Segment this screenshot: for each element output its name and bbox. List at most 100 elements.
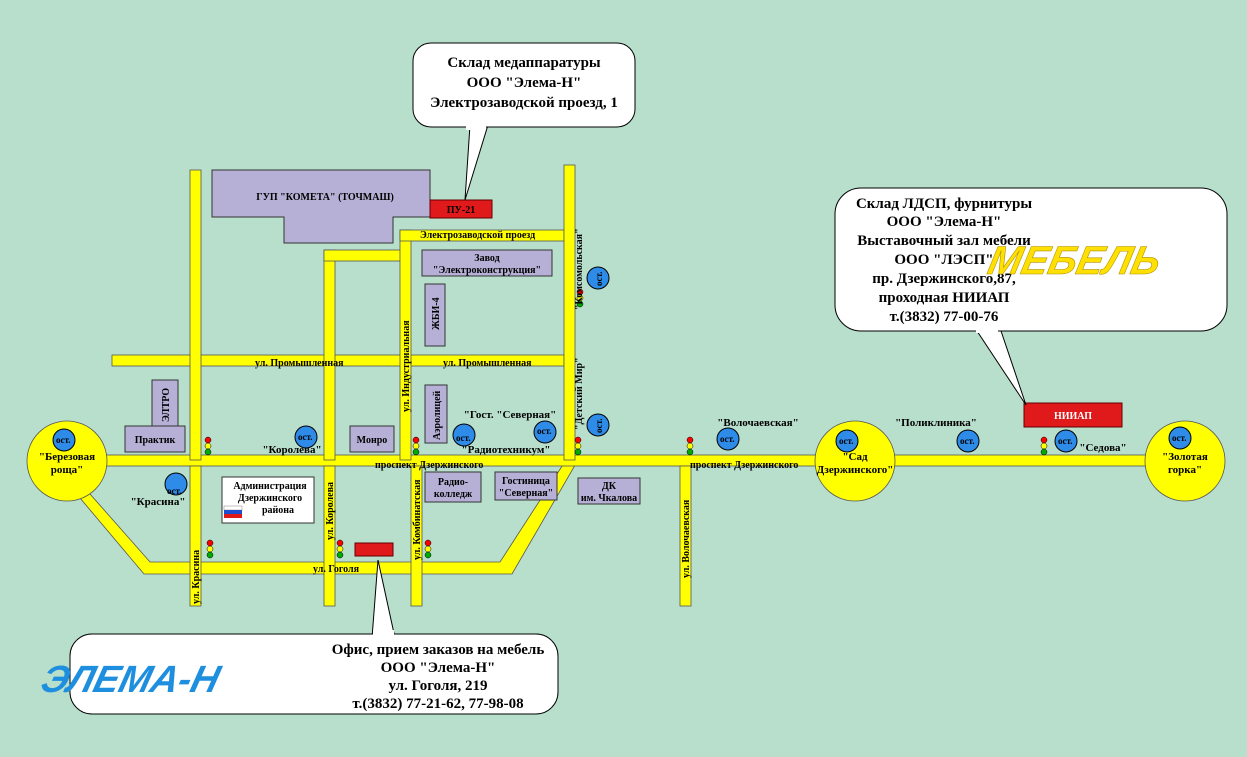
- callout-furniture-line-3: Выставочный зал мебели: [857, 233, 1031, 249]
- building-hotel: [494, 471, 558, 501]
- stop-sad-2: Дзержинского": [817, 464, 894, 476]
- street-kombinat: ул. Комбинатская: [412, 479, 423, 560]
- building-monro: [349, 425, 395, 453]
- building-aeroliceum: [424, 384, 448, 444]
- road-dzerzhinskogo: [59, 454, 1186, 467]
- stop-volochaev: "Волочаевская": [717, 417, 798, 429]
- traffic-light-icon: [412, 436, 420, 456]
- logo-elema: ЭЛЕМА-Н: [37, 659, 226, 701]
- bus-stop-icon: ост.: [716, 427, 740, 451]
- label-dk-2: им. Чкалова: [581, 493, 637, 504]
- label-dk-1: ДК: [602, 481, 617, 492]
- stop-abbr: ост.: [839, 436, 854, 446]
- stop-koroleva: "Королева": [262, 444, 321, 456]
- stop-abbr: ост.: [167, 486, 182, 496]
- building-labels: ГУП "КОМЕТА" (ТОЧМАШ) ПУ-21 Завод "Элект…: [135, 192, 1093, 516]
- street-gogolya: ул. Гоголя: [313, 564, 360, 575]
- street-komsomol: "Комсомольская": [574, 228, 585, 310]
- roads: [47, 164, 1186, 607]
- label-admin-1: Администрация: [233, 481, 307, 492]
- traffic-light-icon: [204, 436, 212, 456]
- street-promyshlennaya-right: ул. Промышленная: [443, 358, 532, 369]
- logo-mebel: МЕБЕЛЬ: [984, 237, 1165, 282]
- label-monro: Монро: [357, 435, 388, 446]
- street-volochaev: ул. Волочаевская: [681, 499, 692, 578]
- building-zhbi: [424, 283, 446, 347]
- stop-abbr: ост.: [594, 272, 604, 287]
- stop-berezovaya-2: роща": [51, 464, 84, 476]
- street-labels: Электрозаводской проезд ул. Промышленная…: [191, 228, 798, 604]
- street-korolev: ул. Королева: [325, 482, 336, 540]
- street-krasina: ул. Красина: [191, 550, 202, 604]
- label-zhbi: ЖБИ-4: [431, 297, 442, 330]
- road-krasina: [189, 465, 202, 607]
- stop-sedova: "Седова": [1079, 442, 1126, 454]
- traffic-light-icon: [424, 539, 432, 559]
- label-admin-3: района: [262, 505, 294, 516]
- stop-abbr: ост.: [456, 433, 471, 443]
- stop-abbr: ост.: [537, 426, 552, 436]
- label-zavod-1: Завод: [474, 253, 499, 264]
- callout-furniture: Склад ЛДСП, фурнитуры ООО "Элема-Н" Выст…: [834, 187, 1228, 406]
- label-admin-2: Дзержинского: [238, 493, 302, 504]
- bus-stop-icon: ост.: [1168, 426, 1192, 450]
- street-electrozavod: Электрозаводской проезд: [420, 230, 535, 241]
- street-dzerzhinskogo-left: проспект Дзержинского: [375, 460, 483, 471]
- road-kombinat: [410, 465, 423, 607]
- flag-icon: [223, 505, 243, 518]
- building-zavod: [421, 249, 553, 277]
- stop-abbr: ост.: [594, 419, 604, 434]
- street-industrial: ул. Индустриальная: [401, 320, 412, 412]
- traffic-light-icon: [574, 436, 582, 456]
- label-radiocollege-1: Радио-: [438, 477, 468, 488]
- label-hotel-1: Гостиница: [502, 476, 550, 487]
- callout-warehouse: Склад медаппаратуры ООО "Элема-Н" Электр…: [412, 42, 636, 201]
- building-office: [354, 542, 394, 557]
- callout-office-line-3: ул. Гоголя, 219: [388, 678, 487, 694]
- traffic-light-icon: [206, 539, 214, 559]
- stop-zolotaya-1: "Золотая: [1162, 451, 1208, 463]
- building-pu21: [429, 199, 493, 219]
- building-praktik: [124, 425, 186, 453]
- stop-berezovaya-1: "Березовая: [39, 451, 95, 463]
- traffic-light-icon: [1040, 436, 1048, 456]
- callout-office: Офис, прием заказов на мебель ООО "Элема…: [37, 559, 559, 715]
- road-korolev-loop: [323, 249, 405, 262]
- building-dk: [577, 477, 641, 505]
- building-kometa: [211, 169, 431, 244]
- road-volochaev: [679, 465, 692, 607]
- bus-stop-icon: ост.: [164, 472, 188, 496]
- callout-office-line-1: Офис, прием заказов на мебель: [332, 642, 545, 658]
- stop-abbr: ост.: [1172, 433, 1187, 443]
- bus-stop-icon: ост.: [1054, 429, 1078, 453]
- label-aeroliceum: Аэролицей: [432, 390, 443, 440]
- stop-hotel-sev: "Гост. "Северная": [464, 409, 557, 421]
- bus-stop-icon: ост.: [294, 425, 318, 449]
- bus-stop-icon: ост.: [586, 266, 610, 290]
- label-eltro: ЭЛТРО: [161, 388, 172, 422]
- stop-radiotech: "Радиотехникум": [462, 444, 551, 456]
- traffic-lights: [204, 288, 1048, 559]
- building-radiocollege: [424, 471, 482, 503]
- callout-furniture-line-5: пр. Дзержинского,87,: [872, 271, 1016, 287]
- stop-zolotaya-2: горка": [1168, 464, 1202, 476]
- label-praktik: Практик: [135, 435, 176, 446]
- stop-sad-1: "Сад: [842, 451, 868, 463]
- stop-abbr: ост.: [960, 436, 975, 446]
- circle-sad: [814, 420, 896, 502]
- bus-stops: ост. ост. ост. ост. ост. ост. ост. ост. …: [52, 266, 1192, 496]
- stop-krasina: "Красина": [131, 496, 186, 508]
- road-korolev-top: [323, 249, 336, 461]
- bus-stop-icon: ост.: [452, 423, 476, 447]
- callout-office-line-4: т.(3832) 77-21-62, 77-98-08: [352, 696, 523, 712]
- traffic-light-icon: [336, 539, 344, 559]
- callout-furniture-line-1: Склад ЛДСП, фурнитуры: [856, 196, 1032, 212]
- building-niiap: [1023, 402, 1123, 428]
- target-buildings: [354, 199, 1123, 557]
- stop-abbr: ост.: [1058, 436, 1073, 446]
- street-dzerzhinskogo-right: проспект Дзержинского: [690, 460, 798, 471]
- bus-stop-icon: ост.: [586, 413, 610, 437]
- traffic-light-icon: [686, 436, 694, 456]
- callout-warehouse-line-2: ООО "Элема-Н": [467, 75, 582, 91]
